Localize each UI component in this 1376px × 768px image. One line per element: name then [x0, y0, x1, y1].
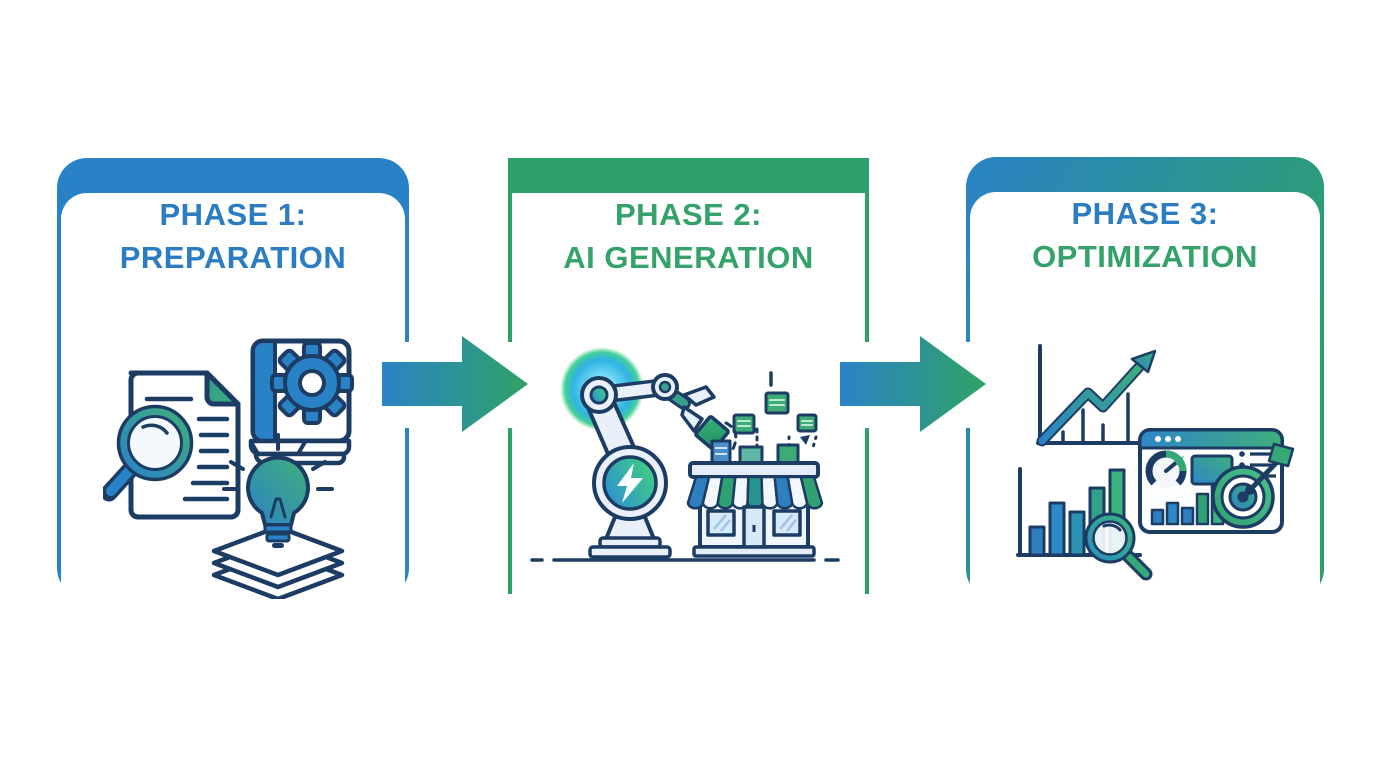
preparation-illustration — [103, 338, 354, 599]
phase-3-title-line1: PHASE 3: — [1071, 196, 1219, 231]
bar-chart-magnifier-icon — [1016, 467, 1153, 581]
lightbulb-idea-stack-icon — [211, 433, 345, 599]
arrow-phase2-to-phase3-icon — [840, 336, 986, 432]
phase-1-title: PHASE 1: PREPARATION — [61, 193, 405, 279]
phase-3-card-body: PHASE 3: OPTIMIZATION — [970, 192, 1320, 626]
phase-3-card: PHASE 3: OPTIMIZATION — [966, 157, 1324, 626]
phase-1-card-body: PHASE 1: PREPARATION — [61, 193, 405, 625]
document-magnifier-icon — [103, 370, 241, 520]
phase-2-title-line2: AI GENERATION — [563, 240, 814, 275]
phase-2-card: PHASE 2: AI GENERATION — [508, 158, 869, 621]
robot-arm-icon — [580, 373, 730, 559]
storefront-icon — [686, 439, 824, 558]
phase-2-card-body: PHASE 2: AI GENERATION — [512, 193, 865, 621]
phase-3-title-line2: OPTIMIZATION — [1032, 239, 1258, 274]
phase-1-card: PHASE 1: PREPARATION — [57, 158, 409, 625]
phase-3-title: PHASE 3: OPTIMIZATION — [970, 192, 1320, 278]
arrow-phase1-to-phase2-icon — [382, 336, 528, 432]
phase-2-title: PHASE 2: AI GENERATION — [512, 193, 865, 279]
phase-2-title-line1: PHASE 2: — [615, 197, 762, 232]
optimization-illustration — [1016, 344, 1295, 581]
phase-1-title-line2: PREPARATION — [119, 240, 347, 275]
ai-generation-illustration — [530, 347, 840, 562]
phase-1-title-line1: PHASE 1: — [159, 197, 307, 232]
gauge-icon — [1145, 450, 1187, 488]
book-gear-icon — [248, 338, 354, 466]
growth-arrow-chart-icon — [1036, 344, 1157, 447]
target-dart-icon — [1211, 442, 1295, 529]
falling-content-cards-icon — [724, 371, 818, 459]
lightning-badge-icon — [602, 455, 658, 511]
